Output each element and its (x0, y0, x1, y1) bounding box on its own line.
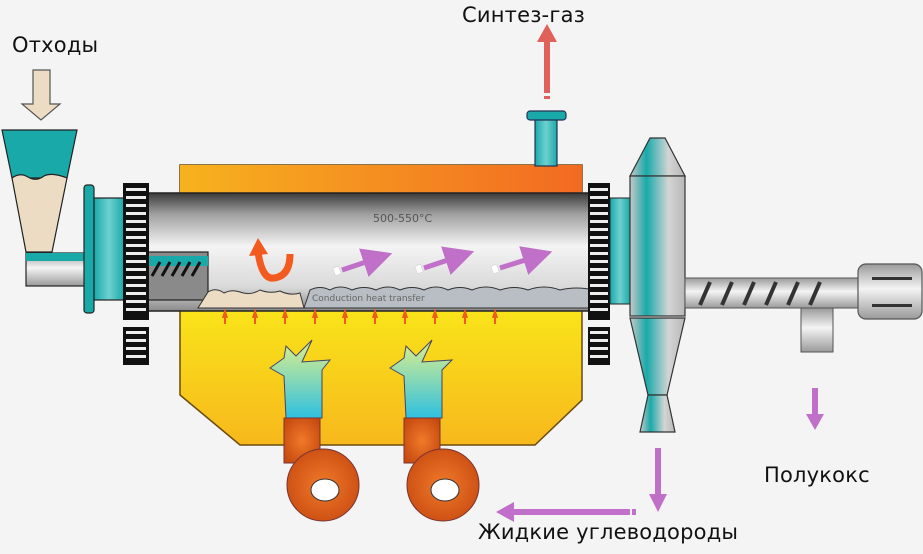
syngas-outlet-pipe (526, 110, 567, 167)
waste-arrow-icon (20, 69, 62, 121)
syngas-arrow-icon (537, 24, 557, 99)
syngas-label: Синтез-газ (462, 3, 586, 27)
feed-screw (147, 251, 209, 301)
burner-1 (269, 339, 360, 522)
outlet-flange (609, 197, 631, 305)
feed-hopper (1, 129, 97, 287)
discharge-screw (684, 277, 861, 309)
liquid-hydrocarbons-label: Жидкие углеводороды (478, 520, 739, 544)
waste-label: Отходы (12, 33, 99, 57)
liquid-arrow-icon (496, 448, 667, 522)
char-outlet (800, 307, 834, 353)
temperature-label: 500-550°C (373, 212, 432, 225)
burner-2 (389, 339, 480, 522)
drive-gear-right (588, 183, 610, 365)
discharge-motor (857, 263, 923, 320)
cyclone-separator (629, 137, 686, 433)
material-bed: Conduction heat transfer (197, 286, 595, 309)
vapor-arrows (332, 246, 553, 277)
heat-arrows (222, 308, 498, 324)
bed-caption: Conduction heat transfer (312, 294, 425, 304)
semicoke-arrow-icon (806, 388, 824, 430)
inlet-flange (83, 184, 125, 314)
rotation-arrow-icon (249, 238, 294, 282)
drive-gear-left (123, 183, 149, 365)
semicoke-label: Полукокс (764, 463, 870, 487)
